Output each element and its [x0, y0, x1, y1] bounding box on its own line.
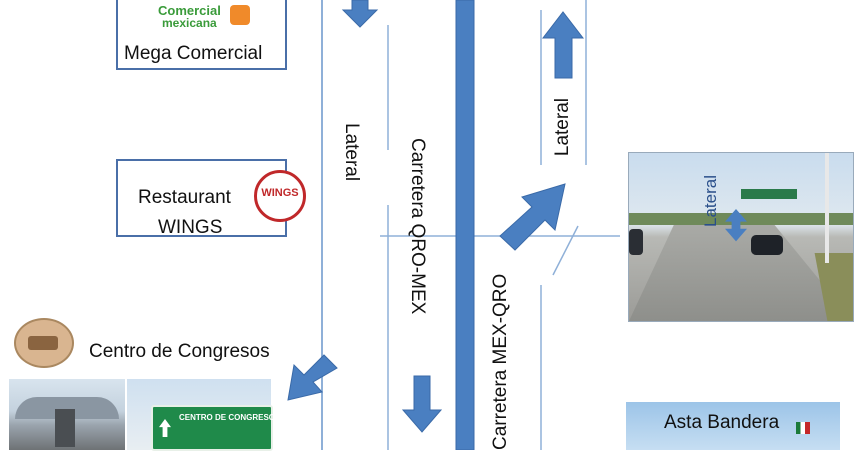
- lateral-right-label: Lateral: [552, 98, 573, 157]
- logo-line1: Comercial: [158, 3, 221, 18]
- photo-sign: [741, 189, 797, 199]
- arrow-diagonal-exit: [499, 183, 566, 251]
- photo-car-right: [751, 235, 783, 255]
- photo-pole: [825, 153, 829, 263]
- arrow-down-bottom: [401, 375, 443, 433]
- pelican-icon: [230, 5, 250, 25]
- arrow-up-right: [541, 11, 585, 79]
- arrow-down-top-left: [341, 0, 379, 28]
- wings-logo-text: WINGS: [261, 187, 299, 199]
- exit-diagonal-line: [552, 225, 579, 276]
- congresos-photo-sign: CENTRO DE CONGRESOS: [127, 379, 280, 451]
- carretera-mex-qro-label: Carretera MEX-QRO: [490, 273, 511, 450]
- mega-comercial-box: Comercial mexicana Mega Comercial: [116, 0, 287, 70]
- highway-photo: Lateral: [628, 152, 854, 322]
- congresos-photo-building: [9, 379, 125, 450]
- congresos-road-sign: CENTRO DE CONGRESOS: [151, 405, 280, 451]
- mega-comercial-label: Mega Comercial: [124, 43, 263, 64]
- photo-arrow-up-icon: [725, 209, 747, 242]
- wings-box: Restaurant WINGS: [116, 159, 287, 238]
- arrow-to-congresos: [287, 354, 338, 401]
- asta-bandera-photo: Asta Bandera: [626, 402, 840, 450]
- congresos-sign-text: CENTRO DE CONGRESOS: [179, 413, 281, 422]
- photo-car-left: [629, 229, 643, 255]
- wings-logo: WINGS: [254, 170, 306, 222]
- photo-lateral-label: Lateral: [701, 175, 720, 227]
- sign-up-arrow-icon: [159, 419, 171, 437]
- carretera-qro-mex-label: Carretera QRO-MEX: [407, 138, 428, 315]
- centro-congresos-label: Centro de Congresos: [89, 341, 270, 362]
- lateral-left-label: Lateral: [341, 123, 362, 182]
- congresos-seal-icon: [14, 318, 74, 368]
- median-bar: [455, 0, 475, 450]
- asta-bandera-label: Asta Bandera: [664, 412, 780, 433]
- comercial-mexicana-logo: Comercial mexicana: [158, 4, 250, 32]
- flag-icon: [796, 422, 810, 434]
- logo-line2: mexicana: [162, 16, 217, 30]
- wings-label-line1: Restaurant: [138, 187, 231, 208]
- wings-label-line2: WINGS: [158, 217, 223, 238]
